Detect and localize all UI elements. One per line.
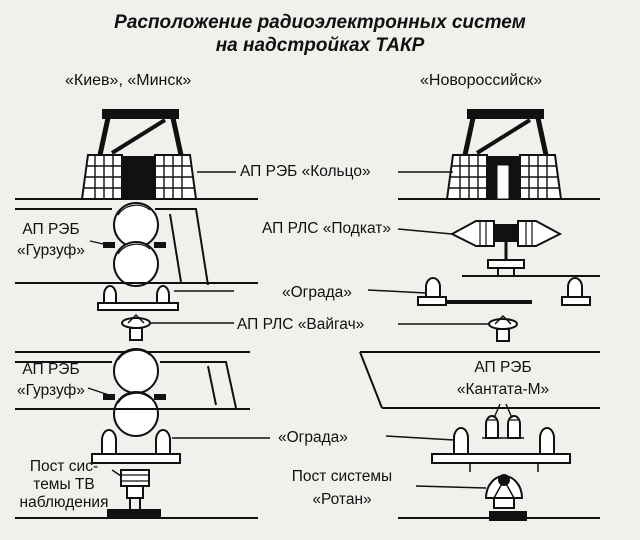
right-lower-deck [359, 351, 600, 409]
label-tv-post-1: Пост сис- [29, 458, 99, 475]
label-gurzuf-bottom-1: АП РЭБ [22, 361, 80, 378]
label-podkat: АП РЛС «Подкат» [262, 220, 391, 237]
label-gurzuf-top-2: «Гурзуф» [17, 242, 85, 259]
left-tower-kolco [15, 109, 258, 200]
left-vaigach [121, 313, 234, 341]
label-gurzuf-bottom-2: «Гурзуф» [17, 382, 85, 399]
left-upper-deck [15, 202, 258, 287]
label-tv-post-3: наблюдения [19, 494, 109, 511]
left-lower-deck [15, 348, 250, 437]
right-tower-kolco [398, 109, 600, 200]
column-header-right: «Новороссийск» [420, 72, 543, 89]
label-kantata-1: АП РЭБ [474, 359, 532, 376]
right-rotan-post [398, 474, 600, 521]
label-tv-post-2: темы ТВ [33, 476, 95, 493]
left-ograda-bottom [91, 429, 270, 464]
title-line-2: на надстройках ТАКР [215, 35, 425, 56]
right-podkat [397, 220, 600, 277]
right-vaigach [398, 314, 518, 342]
label-ograda-bottom: «Ограда» [278, 429, 348, 446]
label-kolco: АП РЭБ «Кольцо» [240, 163, 371, 180]
label-ograda-top: «Ограда» [282, 284, 352, 301]
label-rotan-1: Пост системы [291, 468, 393, 485]
column-header-left: «Киев», «Минск» [65, 72, 192, 89]
left-tv-post [15, 469, 258, 519]
label-kantata-2: «Кантата-М» [456, 381, 550, 398]
right-ograda-top [367, 277, 591, 306]
label-vaigach: АП РЛС «Вайгач» [237, 316, 365, 333]
left-ograda-top [97, 285, 234, 311]
right-kantata-ograda [385, 403, 571, 472]
label-rotan-2: «Ротан» [312, 491, 372, 508]
label-gurzuf-top-1: АП РЭБ [22, 221, 80, 238]
title-line-1: Расположение радиоэлектронных систем [114, 12, 526, 33]
